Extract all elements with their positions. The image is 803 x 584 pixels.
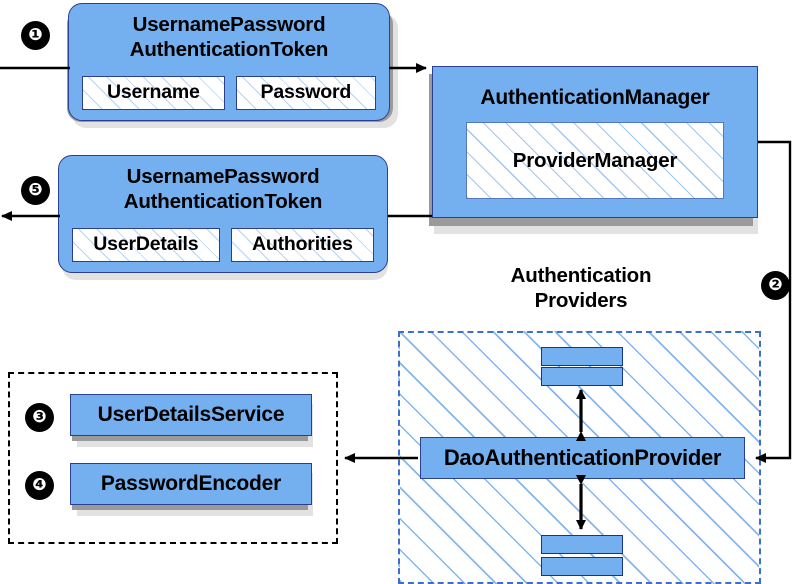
slot-authorities[interactable]: Authorities — [230, 228, 375, 262]
provider-bar-top-1[interactable] — [541, 347, 623, 366]
response-token-title-line2: AuthenticationToken — [123, 190, 323, 213]
authentication-manager-box[interactable]: AuthenticationManager ProviderManager — [432, 66, 758, 218]
request-token-title: UsernamePassword AuthenticationToken — [69, 12, 389, 62]
authentication-providers-label: Authentication Providers — [466, 263, 696, 313]
step-badge-2: ❷ — [762, 272, 789, 299]
slot-username[interactable]: Username — [82, 76, 225, 110]
request-token-slots: Username Password — [82, 76, 377, 110]
wire-manager-to-dao — [755, 140, 792, 463]
request-token-box[interactable]: UsernamePassword AuthenticationToken Use… — [68, 3, 390, 121]
provider-manager-box[interactable]: ProviderManager — [466, 122, 724, 199]
response-token-title: UsernamePassword AuthenticationToken — [59, 164, 387, 214]
step-badge-4: ❹ — [26, 472, 53, 499]
authentication-providers-label-line2: Providers — [534, 289, 628, 312]
provider-bar-top-2[interactable] — [541, 367, 623, 386]
provider-manager-label: ProviderManager — [512, 148, 678, 172]
slot-password[interactable]: Password — [235, 76, 377, 110]
slot-userdetails[interactable]: UserDetails — [72, 228, 220, 262]
request-token-title-line2: AuthenticationToken — [129, 38, 329, 61]
dao-authentication-provider-label: DaoAuthenticationProvider — [443, 445, 722, 470]
step-badge-3: ❸ — [26, 404, 53, 431]
userdetailsservice-box[interactable]: UserDetailsService — [70, 394, 312, 436]
step-badge-5: ❺ — [22, 177, 49, 204]
response-token-box[interactable]: UsernamePassword AuthenticationToken Use… — [58, 155, 388, 273]
step-badge-1: ❶ — [22, 22, 49, 49]
authentication-manager-title: AuthenticationManager — [480, 86, 710, 109]
dao-authentication-provider-box[interactable]: DaoAuthenticationProvider — [420, 437, 745, 479]
userdetailsservice-label: UserDetailsService — [97, 403, 285, 426]
request-token-title-line1: UsernamePassword — [132, 13, 326, 36]
response-token-title-line1: UsernamePassword — [126, 165, 320, 188]
authentication-providers-label-line1: Authentication — [510, 264, 652, 287]
provider-bar-bottom-2[interactable] — [541, 557, 623, 576]
passwordencoder-label: PasswordEncoder — [100, 472, 282, 495]
passwordencoder-box[interactable]: PasswordEncoder — [70, 463, 312, 505]
response-token-slots: UserDetails Authorities — [72, 228, 375, 262]
provider-bar-bottom-1[interactable] — [541, 535, 623, 554]
collaborators-group — [8, 372, 338, 544]
